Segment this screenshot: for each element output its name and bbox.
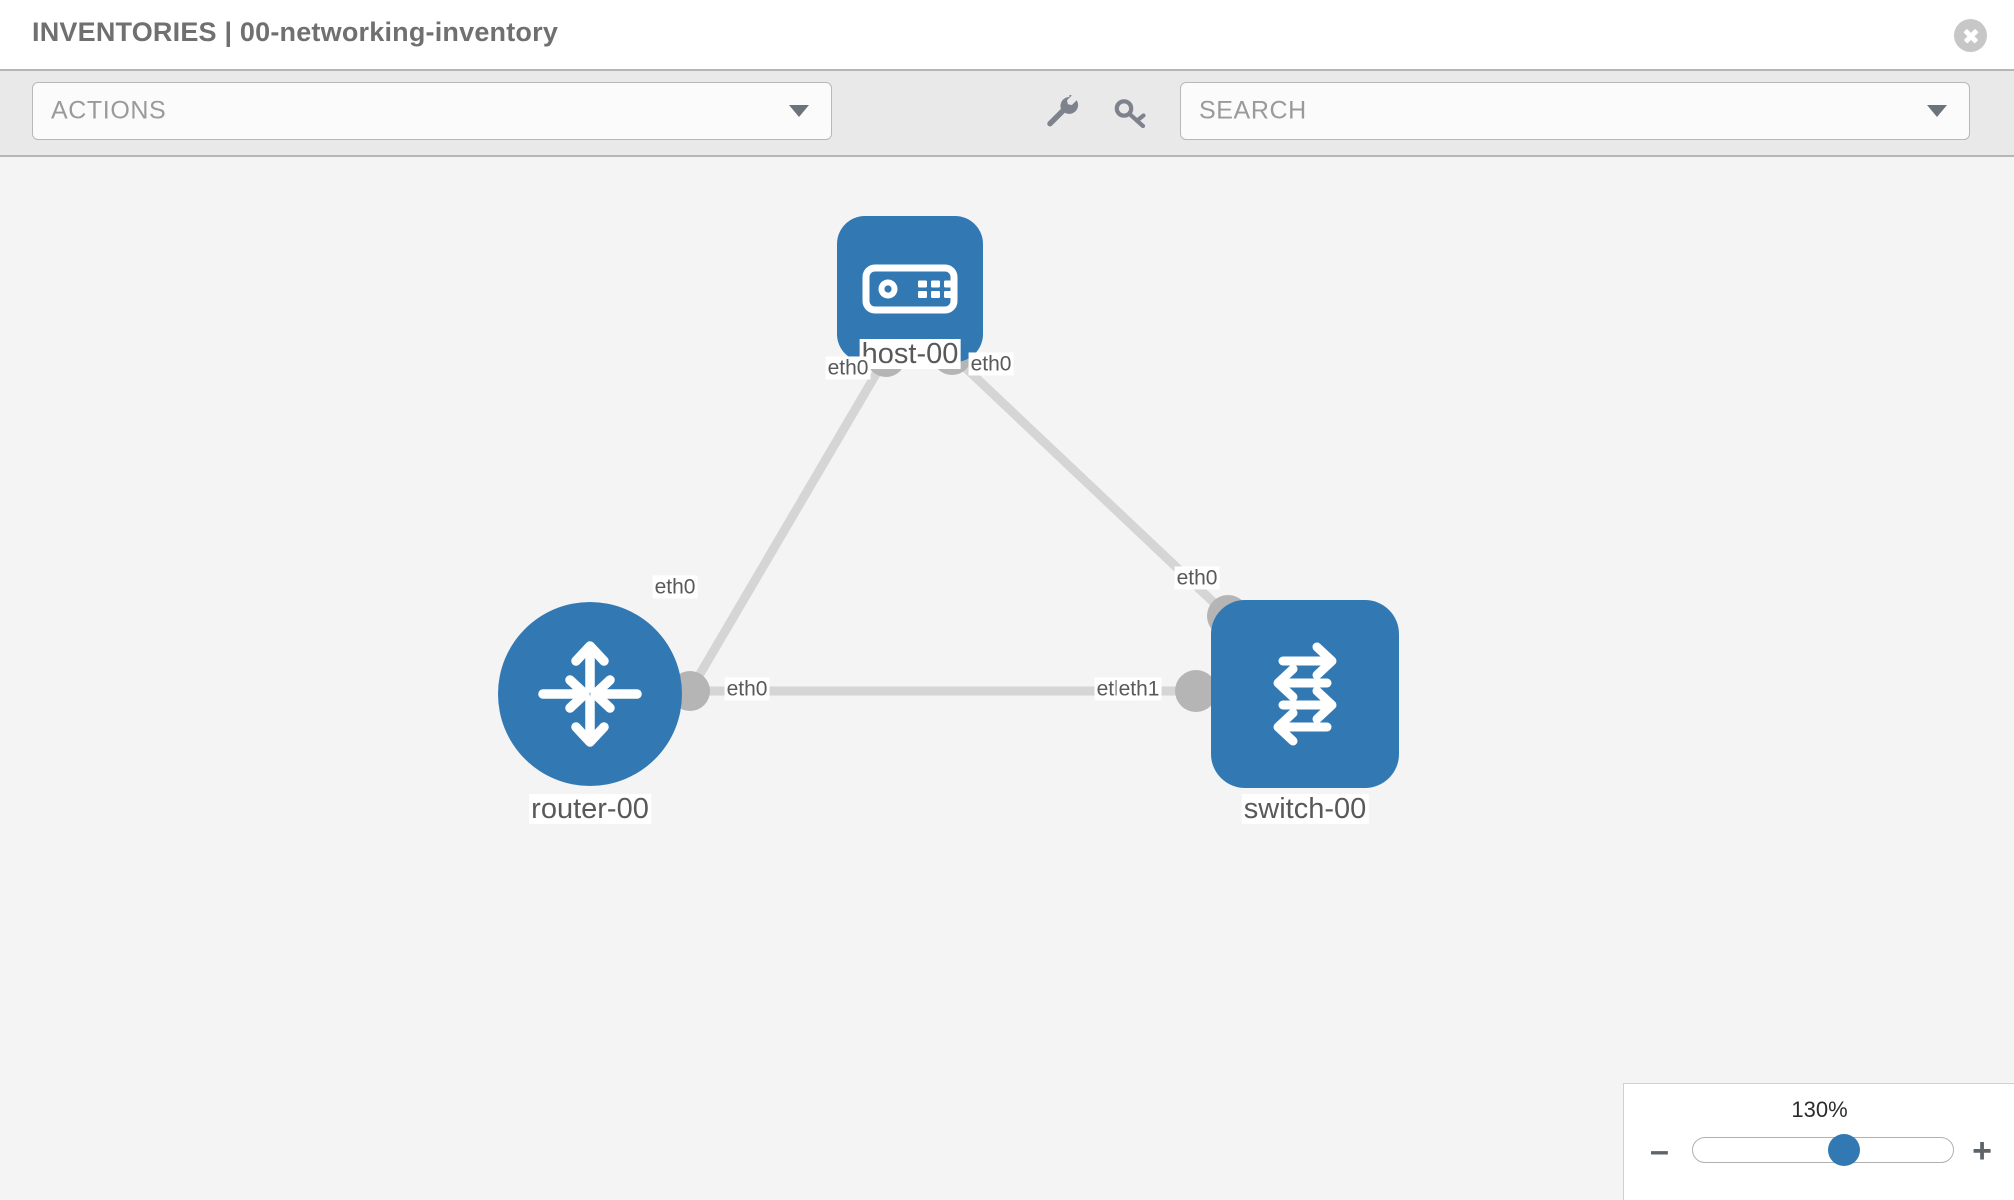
node-label-switch-00: switch-00 (1241, 793, 1369, 825)
chevron-down-icon (1927, 105, 1947, 117)
wrench-icon[interactable] (1043, 93, 1083, 133)
key-icon[interactable] (1110, 93, 1150, 133)
node-label-router-00: router-00 (529, 793, 651, 825)
topology-toolbar: ACTIONS SEARCH (0, 69, 2014, 157)
edge-label-host-switch-target: eth0 (1174, 566, 1220, 590)
page-title: INVENTORIES | 00-networking-inventory (32, 17, 559, 47)
topology-interfaces (670, 335, 1249, 712)
chevron-down-icon (789, 105, 809, 117)
topology-nodes (498, 216, 1399, 788)
zoom-in-button[interactable]: + (1972, 1132, 1992, 1170)
edge-label-host-router-target: eth0 (652, 575, 698, 599)
edge-label-host-router-source: eth0 (825, 356, 871, 380)
node-host-00[interactable] (837, 216, 983, 362)
zoom-control: 130% – + (1623, 1083, 2014, 1200)
node-router-00[interactable] (498, 602, 682, 786)
close-icon[interactable] (1954, 19, 1987, 52)
node-label-host-00: host-00 (859, 338, 961, 370)
topology-edges (686, 351, 1232, 696)
zoom-slider[interactable] (1692, 1134, 1954, 1166)
zoom-level-label: 130% (1791, 1097, 1848, 1122)
search-input[interactable]: SEARCH (1180, 82, 1970, 140)
zoom-slider-thumb[interactable] (1827, 1134, 1860, 1166)
interface-dot[interactable] (1175, 670, 1217, 712)
zoom-out-button[interactable]: – (1650, 1132, 1669, 1170)
edge-label-host-switch-source: eth0 (968, 352, 1014, 376)
actions-dropdown[interactable]: ACTIONS (32, 82, 832, 140)
topology-canvas[interactable]: host-00 router-00 switch-00 eth0 eth0 et… (0, 157, 2014, 1200)
topology-graph (498, 216, 1399, 788)
actions-dropdown-label: ACTIONS (51, 96, 167, 125)
search-input-placeholder: SEARCH (1199, 96, 1307, 125)
node-switch-00[interactable] (1211, 600, 1399, 788)
edge-host-router[interactable] (686, 354, 890, 694)
edge-label-router-switch-source: eth0 (724, 677, 770, 701)
edge-label-router-switch-target-alt: eth1 (1116, 677, 1162, 701)
page-header: INVENTORIES | 00-networking-inventory (0, 0, 2014, 69)
